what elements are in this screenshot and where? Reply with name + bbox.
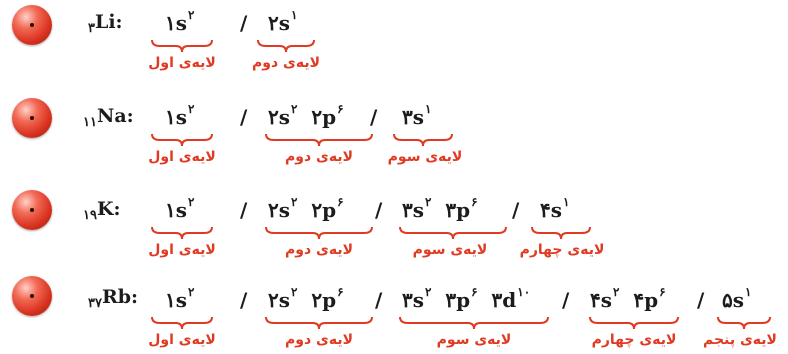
row-potassium: ۱۹K: ۱s۲ لایەی اول / ۲s۲ ۲p۶ لایەی دوم /…: [0, 176, 788, 264]
shell-label: لایەی سوم: [387, 149, 463, 165]
separator: /: [375, 288, 383, 312]
brace-icon: [265, 316, 373, 330]
atom-icon: [12, 98, 52, 138]
shell-label: لایەی اول: [148, 242, 216, 258]
orbital-group: ۱s۲: [165, 102, 195, 129]
orbital-group: ۲s۲ ۲p۶: [268, 102, 344, 129]
shell-label: لایەی دوم: [284, 242, 354, 258]
brace-icon: [151, 39, 213, 53]
orbital-group: ۴s۱: [540, 195, 570, 222]
orbital-group: ۱s۲: [165, 195, 195, 222]
separator: /: [697, 288, 705, 312]
separator: /: [562, 288, 570, 312]
orbital-group: ۳s۲ ۳p۶: [402, 195, 478, 222]
orbital-group: ۱s۲: [165, 285, 195, 312]
separator: /: [240, 105, 248, 129]
atom-icon: [12, 5, 52, 45]
shell-label: لایەی پنجم: [703, 332, 777, 348]
brace-icon: [151, 133, 213, 147]
row-lithium: ۳Li: ۱s۲ لایەی اول / ۲s۱ لایەی دوم: [0, 0, 788, 88]
brace-icon: [399, 226, 507, 240]
separator: /: [240, 198, 248, 222]
shell-label: لایەی سوم: [412, 242, 488, 258]
brace-icon: [393, 133, 453, 147]
brace-icon: [265, 226, 373, 240]
shell-label: لایەی اول: [148, 332, 216, 348]
atom-icon: [12, 190, 52, 230]
brace-icon: [265, 133, 373, 147]
orbital-group: ۳s۱: [402, 102, 432, 129]
brace-icon: [151, 316, 213, 330]
row-sodium: ۱۱Na: ۱s۲ لایەی اول / ۲s۲ ۲p۶ لایەی دوم …: [0, 88, 788, 176]
shell-label: لایەی چهارم: [519, 242, 605, 258]
shell-label: لایەی دوم: [284, 149, 354, 165]
orbital-group: ۲s۲ ۲p۶: [268, 195, 344, 222]
brace-icon: [399, 316, 549, 330]
atom-icon: [12, 276, 52, 316]
orbital-group: ۱s۲: [165, 8, 195, 35]
element-symbol: ۱۱Na:: [83, 105, 134, 130]
orbital-group: ۴s۲ ۴p۶: [590, 285, 666, 312]
element-symbol: ۳Li:: [88, 11, 123, 36]
separator: /: [240, 11, 248, 35]
separator: /: [370, 105, 378, 129]
orbital-group: ۳s۲ ۳p۶ ۳d۱۰: [402, 285, 531, 312]
brace-icon: [257, 39, 315, 53]
brace-icon: [589, 316, 679, 330]
brace-icon: [151, 226, 213, 240]
shell-label: لایەی اول: [148, 55, 216, 71]
separator: /: [512, 198, 520, 222]
brace-icon: [717, 316, 771, 330]
element-symbol: ۱۹K:: [83, 198, 121, 223]
shell-label: لایەی سوم: [436, 332, 512, 348]
orbital-group: ۲s۱: [268, 8, 298, 35]
shell-label: لایەی دوم: [251, 55, 321, 71]
separator: /: [375, 198, 383, 222]
row-rubidium: ۳۷Rb: ۱s۲ لایەی اول / ۲s۲ ۲p۶ لایەی دوم …: [0, 264, 788, 352]
shell-label: لایەی اول: [148, 149, 216, 165]
separator: /: [240, 288, 248, 312]
shell-label: لایەی دوم: [284, 332, 354, 348]
brace-icon: [531, 226, 591, 240]
orbital-group: ۵s۱: [722, 285, 752, 312]
orbital-group: ۲s۲ ۲p۶: [268, 285, 344, 312]
shell-label: لایەی چهارم: [591, 332, 677, 348]
element-symbol: ۳۷Rb:: [88, 286, 139, 311]
